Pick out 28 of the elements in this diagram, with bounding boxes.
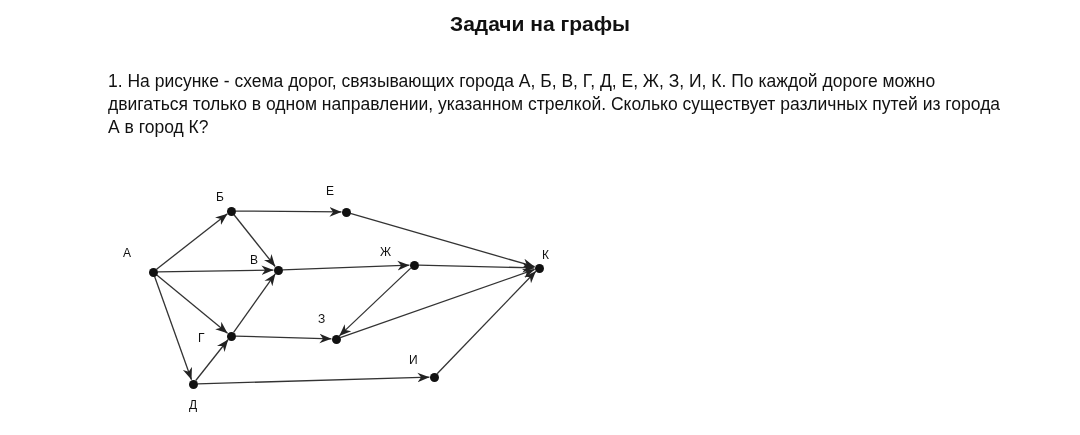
vertex-label: З bbox=[318, 312, 326, 326]
arrow bbox=[232, 273, 277, 333]
arrow bbox=[436, 270, 537, 375]
arrow bbox=[339, 268, 536, 339]
arrow bbox=[281, 260, 411, 271]
vertex-label: А bbox=[123, 246, 131, 260]
arrow bbox=[234, 207, 343, 217]
arrow bbox=[153, 275, 193, 381]
vertex-label: Е bbox=[326, 184, 334, 198]
arrow bbox=[156, 265, 275, 276]
arrow bbox=[417, 262, 536, 273]
arrow bbox=[349, 212, 536, 268]
arrow bbox=[233, 213, 276, 268]
vertex-label: И bbox=[409, 353, 418, 367]
page-title: Задачи на графы bbox=[449, 12, 631, 36]
problem-text: 1. На рисунке - схема дорог, связывающих города А, Б, В, Г, Д, Е, Ж, З, И, К. По каждой дороге можно двигаться только в одном направлении, указанном стрелкой. Сколько существует различных путей из города А в город К? bbox=[108, 70, 1002, 139]
vertex-label: В bbox=[250, 253, 258, 267]
arrow bbox=[338, 267, 412, 337]
vertex-label: Ж bbox=[380, 245, 392, 259]
vertex-label: Д bbox=[189, 398, 198, 412]
arrow bbox=[234, 333, 333, 344]
arrow bbox=[196, 372, 431, 385]
arrow bbox=[155, 274, 229, 334]
vertex-label: Г bbox=[198, 331, 205, 345]
arrow bbox=[195, 338, 229, 382]
vertex-label: К bbox=[542, 248, 549, 262]
arrow bbox=[155, 213, 229, 270]
vertex-label: Б bbox=[216, 190, 224, 204]
